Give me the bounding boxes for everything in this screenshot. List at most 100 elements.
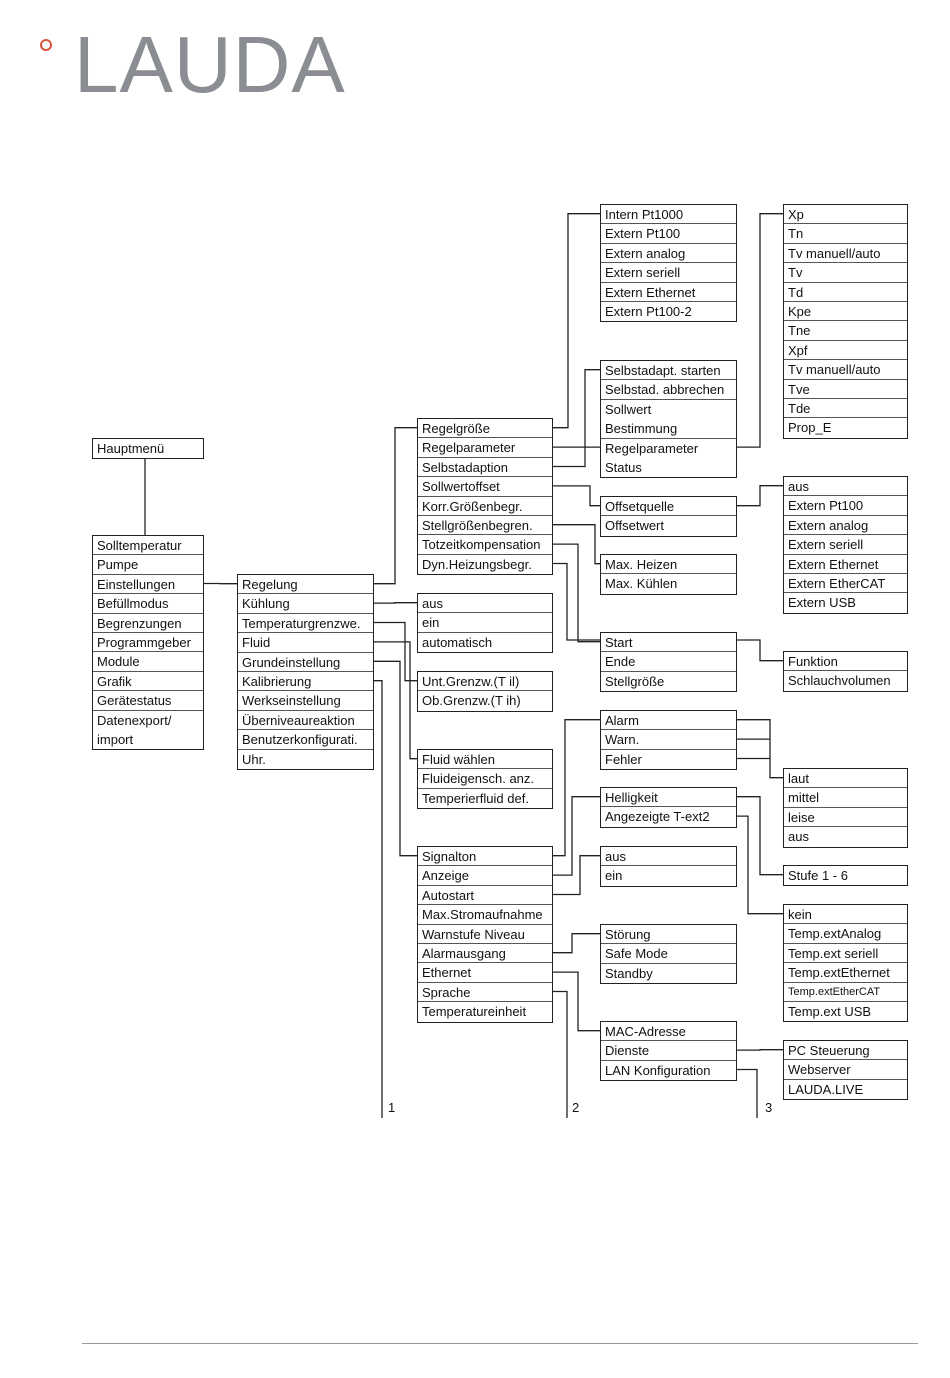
- connector: [374, 621, 417, 682]
- menu-item: Alarm: [601, 711, 736, 731]
- connector: [374, 660, 417, 857]
- menu-item: MAC-Adresse: [601, 1022, 736, 1042]
- connector: [737, 815, 783, 915]
- menu-item: Grafik: [93, 672, 203, 692]
- menu-item: Fluid wählen: [418, 750, 552, 770]
- menu-item: Intern Pt1000: [601, 205, 736, 225]
- menu-item: Regelgröße: [418, 419, 552, 439]
- menu-item: Sollwertoffset: [418, 477, 552, 497]
- menu-item: Extern Pt100: [601, 224, 736, 244]
- menu-item: Extern Pt100: [784, 496, 907, 516]
- menu-item: Schlauchvolumen: [788, 673, 891, 689]
- connector: [553, 971, 600, 1032]
- menu-item: Temperaturgrenzwe.: [238, 614, 373, 634]
- menu-item: Tv manuell/auto: [784, 360, 907, 380]
- connector: [374, 641, 417, 760]
- menu-item: Ethernet: [418, 963, 552, 983]
- connector: [553, 543, 600, 643]
- connector: [737, 485, 783, 507]
- menu-item: LAN Konfiguration: [605, 1062, 711, 1078]
- menu-box-temp-limits: Unt.Grenzw.(T il)Ob.Grenzw.(T ih): [417, 671, 553, 712]
- menu-item: Begrenzungen: [93, 614, 203, 633]
- menu-item: Tne: [784, 321, 907, 341]
- menu-item: Selbstad. abbrechen: [601, 380, 736, 400]
- menu-item: Einstellungen: [93, 575, 203, 595]
- menu-item: PC Steuerung: [784, 1041, 907, 1061]
- menu-item: Datenexport/import: [97, 712, 172, 747]
- menu-item: Hauptmenü: [97, 441, 165, 456]
- menu-item: Tv manuell/auto: [784, 244, 907, 264]
- menu-item: Fluideigensch. anz.: [418, 769, 552, 789]
- menu-item: Extern Pt100-2: [605, 303, 692, 319]
- menu-item: Befüllmodus: [93, 594, 203, 614]
- menu-item: automatisch: [422, 634, 493, 650]
- connector: [553, 213, 600, 429]
- connector: [553, 933, 600, 954]
- logo-ring: [40, 39, 52, 51]
- connector: [737, 796, 783, 876]
- menu-box-brightness: Stufe 1 - 6: [783, 865, 908, 887]
- connector: [374, 427, 417, 585]
- menu-item: aus: [601, 847, 736, 867]
- menu-item: Sprache: [418, 983, 552, 1003]
- menu-item: Tve: [784, 380, 907, 399]
- connector: [553, 719, 600, 857]
- menu-item: Warnstufe Niveau: [418, 925, 552, 944]
- menu-item: Werkseinstellung: [238, 691, 373, 711]
- menu-item: Tn: [784, 224, 907, 244]
- continuation-marker: 2: [572, 1100, 580, 1115]
- menu-item: Extern Ethernet: [784, 555, 907, 574]
- menu-item: Temp.extEtherCAT: [784, 983, 907, 1002]
- menu-item: Extern seriell: [601, 263, 736, 283]
- connector: [553, 855, 600, 896]
- menu-item: Gerätestatus: [93, 691, 203, 711]
- menu-item: Ende: [601, 652, 736, 672]
- menu-item: Autostart: [418, 886, 552, 906]
- menu-item: Warn.: [601, 730, 736, 750]
- menu-item: leise: [784, 808, 907, 828]
- continuation-marker: 3: [765, 1100, 773, 1115]
- menu-item: aus: [788, 829, 809, 845]
- menu-item: Temp.extAnalog: [784, 924, 907, 944]
- menu-item: Module: [93, 652, 203, 672]
- menu-item: Störung: [601, 925, 736, 945]
- menu-item: Angezeigte T-ext2: [605, 809, 710, 825]
- menu-item: Offsetwert: [605, 518, 665, 534]
- menu-item: Alarmausgang: [418, 944, 552, 964]
- menu-item: Fluid: [238, 633, 373, 653]
- menu-item: Extern analog: [784, 516, 907, 536]
- menu-item: Stellgrößenbegren.: [418, 516, 552, 536]
- menu-item: Benutzerkonfigurati.: [238, 730, 373, 750]
- menu-item: Extern seriell: [784, 535, 907, 555]
- menu-item: Max. Heizen: [601, 555, 736, 575]
- menu-item: Temperatureinheit: [422, 1004, 527, 1020]
- connector-marker-1: [374, 680, 383, 1118]
- menu-item: Standby: [605, 965, 653, 981]
- menu-item: Pumpe: [93, 555, 203, 575]
- menu-item: Grundeinstellung: [238, 653, 373, 672]
- menu-item: Korr.Größenbegr.: [418, 497, 552, 516]
- menu-item: Solltemperatur: [93, 536, 203, 556]
- footer-divider: [82, 1343, 918, 1344]
- logo-text: LAUDA: [74, 20, 346, 109]
- connector: [737, 719, 783, 779]
- menu-item: Xpf: [784, 341, 907, 361]
